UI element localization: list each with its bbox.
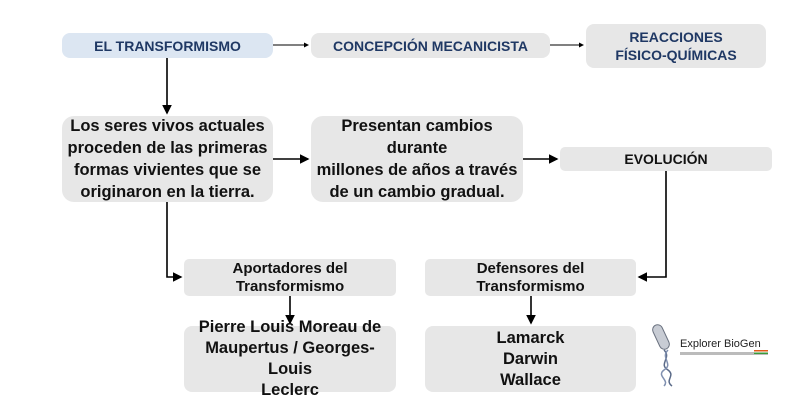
node-text-line: Leclerc: [261, 381, 319, 399]
node-text-line: Darwin: [502, 349, 558, 368]
node-label: EVOLUCIÓN: [624, 151, 708, 167]
node-text-line: Los seres vivos actuales: [70, 117, 265, 135]
node-text-line: Lamarck: [496, 328, 565, 347]
node-label: CONCEPCIÓN MECANICISTA: [333, 37, 528, 54]
node-text-line: proceden de las primeras: [67, 139, 268, 157]
node-concepcion-mecanicista: CONCEPCIÓN MECANICISTA: [311, 33, 550, 58]
node-text-line: Maupertus / Georges-Louis: [205, 339, 375, 378]
node-lamarck-darwin-wallace: Lamarck Darwin Wallace: [425, 326, 636, 392]
logo-text: Explorer BioGen: [680, 338, 761, 350]
node-evolucion: EVOLUCIÓN: [560, 147, 772, 171]
node-text-line: Pierre Louis Moreau de: [198, 318, 382, 336]
dna-test-tube-icon: [652, 324, 673, 387]
node-text-line: Defensores del: [476, 259, 585, 277]
node-presentan-cambios: Presentan cambios durante millones de añ…: [311, 116, 523, 202]
node-text-line: Transformismo: [476, 277, 585, 295]
node-aportadores: Aportadores del Transformismo: [184, 259, 396, 296]
node-text-line: Aportadores del: [232, 259, 348, 277]
node-text-line: millones de años a través: [316, 161, 518, 179]
node-el-transformismo: EL TRANSFORMISMO: [62, 33, 273, 58]
node-text-line: formas vivientes que se: [73, 161, 262, 179]
node-text-line: Presentan cambios durante: [341, 117, 493, 157]
explorer-biogen-logo: Explorer BioGen: [650, 320, 775, 390]
node-text-line: originaron en la tierra.: [80, 183, 255, 201]
node-text-line: Wallace: [500, 370, 561, 389]
node-label: EL TRANSFORMISMO: [94, 37, 241, 54]
node-seres-vivos: Los seres vivos actuales proceden de las…: [62, 116, 273, 202]
node-label-line2: FÍSICO-QUÍMICAS: [615, 47, 737, 63]
node-text-line: Transformismo: [235, 277, 345, 295]
node-reacciones-fisico-quimicas: REACCIONES FÍSICO-QUÍMICAS: [586, 24, 766, 68]
node-defensores: Defensores del Transformismo: [425, 259, 636, 296]
flag-icon: [754, 350, 768, 354]
node-pierre-maupertus-leclerc: Pierre Louis Moreau de Maupertus / Georg…: [184, 318, 396, 399]
node-text-line: de un cambio gradual.: [329, 183, 505, 201]
node-label-line1: REACCIONES: [629, 29, 723, 45]
logo-tagline: [680, 352, 768, 355]
